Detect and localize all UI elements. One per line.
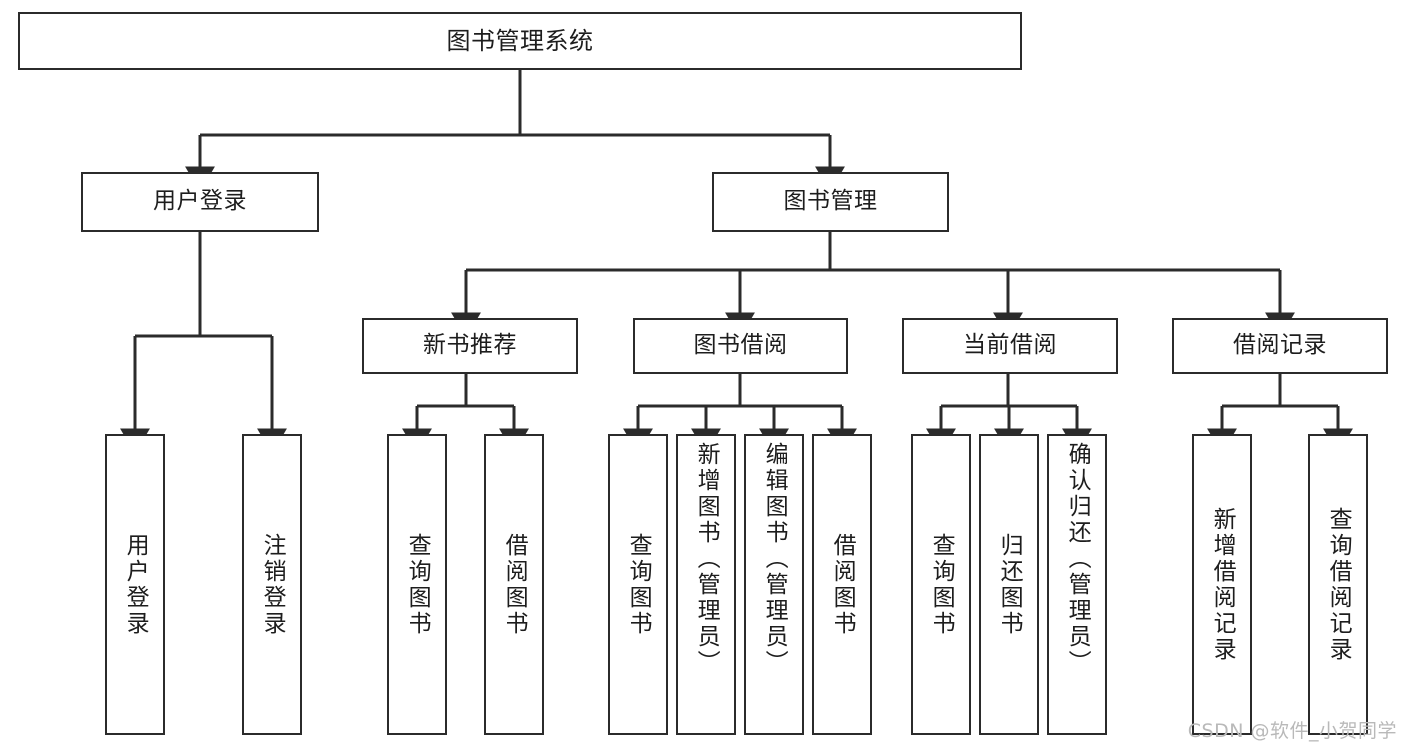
- leaf-confirm-return-admin[interactable]: 确认归还（管理员）: [1047, 434, 1107, 735]
- leaf-user-login[interactable]: 用户登录: [105, 434, 165, 735]
- node-label: 注销登录: [259, 532, 286, 637]
- node-label: 查询借阅记录: [1325, 506, 1352, 663]
- node-current-borrowing[interactable]: 当前借阅: [902, 318, 1118, 374]
- node-label: 当前借阅: [963, 332, 1057, 359]
- leaf-add-borrow-record[interactable]: 新增借阅记录: [1192, 434, 1252, 735]
- leaf-query-books-current[interactable]: 查询图书: [911, 434, 971, 735]
- node-label: 查询图书: [928, 532, 955, 637]
- node-label: 编辑图书（管理员）: [761, 442, 788, 676]
- leaf-query-books-borrow[interactable]: 查询图书: [608, 434, 668, 735]
- leaf-add-book-admin[interactable]: 新增图书（管理员）: [676, 434, 736, 735]
- leaf-return-books[interactable]: 归还图书: [979, 434, 1039, 735]
- node-label: 用户登录: [122, 532, 149, 637]
- node-label: 新增借阅记录: [1209, 506, 1236, 663]
- node-label: 查询图书: [625, 532, 652, 637]
- node-root-book-management-system[interactable]: 图书管理系统: [18, 12, 1022, 70]
- node-label: 用户登录: [153, 188, 247, 215]
- node-label: 查询图书: [404, 532, 431, 637]
- node-label: 借阅记录: [1233, 332, 1327, 359]
- node-book-borrowing[interactable]: 图书借阅: [633, 318, 848, 374]
- node-book-management[interactable]: 图书管理: [712, 172, 949, 232]
- node-label: 确认归还（管理员）: [1064, 442, 1091, 676]
- leaf-logout[interactable]: 注销登录: [242, 434, 302, 735]
- leaf-query-books-newbook[interactable]: 查询图书: [387, 434, 447, 735]
- leaf-edit-book-admin[interactable]: 编辑图书（管理员）: [744, 434, 804, 735]
- leaf-borrow-books[interactable]: 借阅图书: [812, 434, 872, 735]
- leaf-borrow-books-newbook[interactable]: 借阅图书: [484, 434, 544, 735]
- node-new-book-recommendation[interactable]: 新书推荐: [362, 318, 578, 374]
- node-label: 借阅图书: [501, 532, 528, 637]
- node-label: 图书管理: [783, 188, 878, 215]
- node-label: 新增图书（管理员）: [693, 442, 720, 676]
- watermark-text: CSDN @软件_小贺同学: [1187, 720, 1397, 742]
- node-label: 借阅图书: [829, 532, 856, 637]
- leaf-query-borrow-record[interactable]: 查询借阅记录: [1308, 434, 1368, 735]
- node-label: 归还图书: [996, 532, 1023, 637]
- node-label: 新书推荐: [423, 332, 517, 359]
- node-label: 图书借阅: [693, 332, 788, 359]
- node-borrow-records[interactable]: 借阅记录: [1172, 318, 1388, 374]
- node-user-login[interactable]: 用户登录: [81, 172, 319, 232]
- node-label: 图书管理系统: [446, 26, 594, 55]
